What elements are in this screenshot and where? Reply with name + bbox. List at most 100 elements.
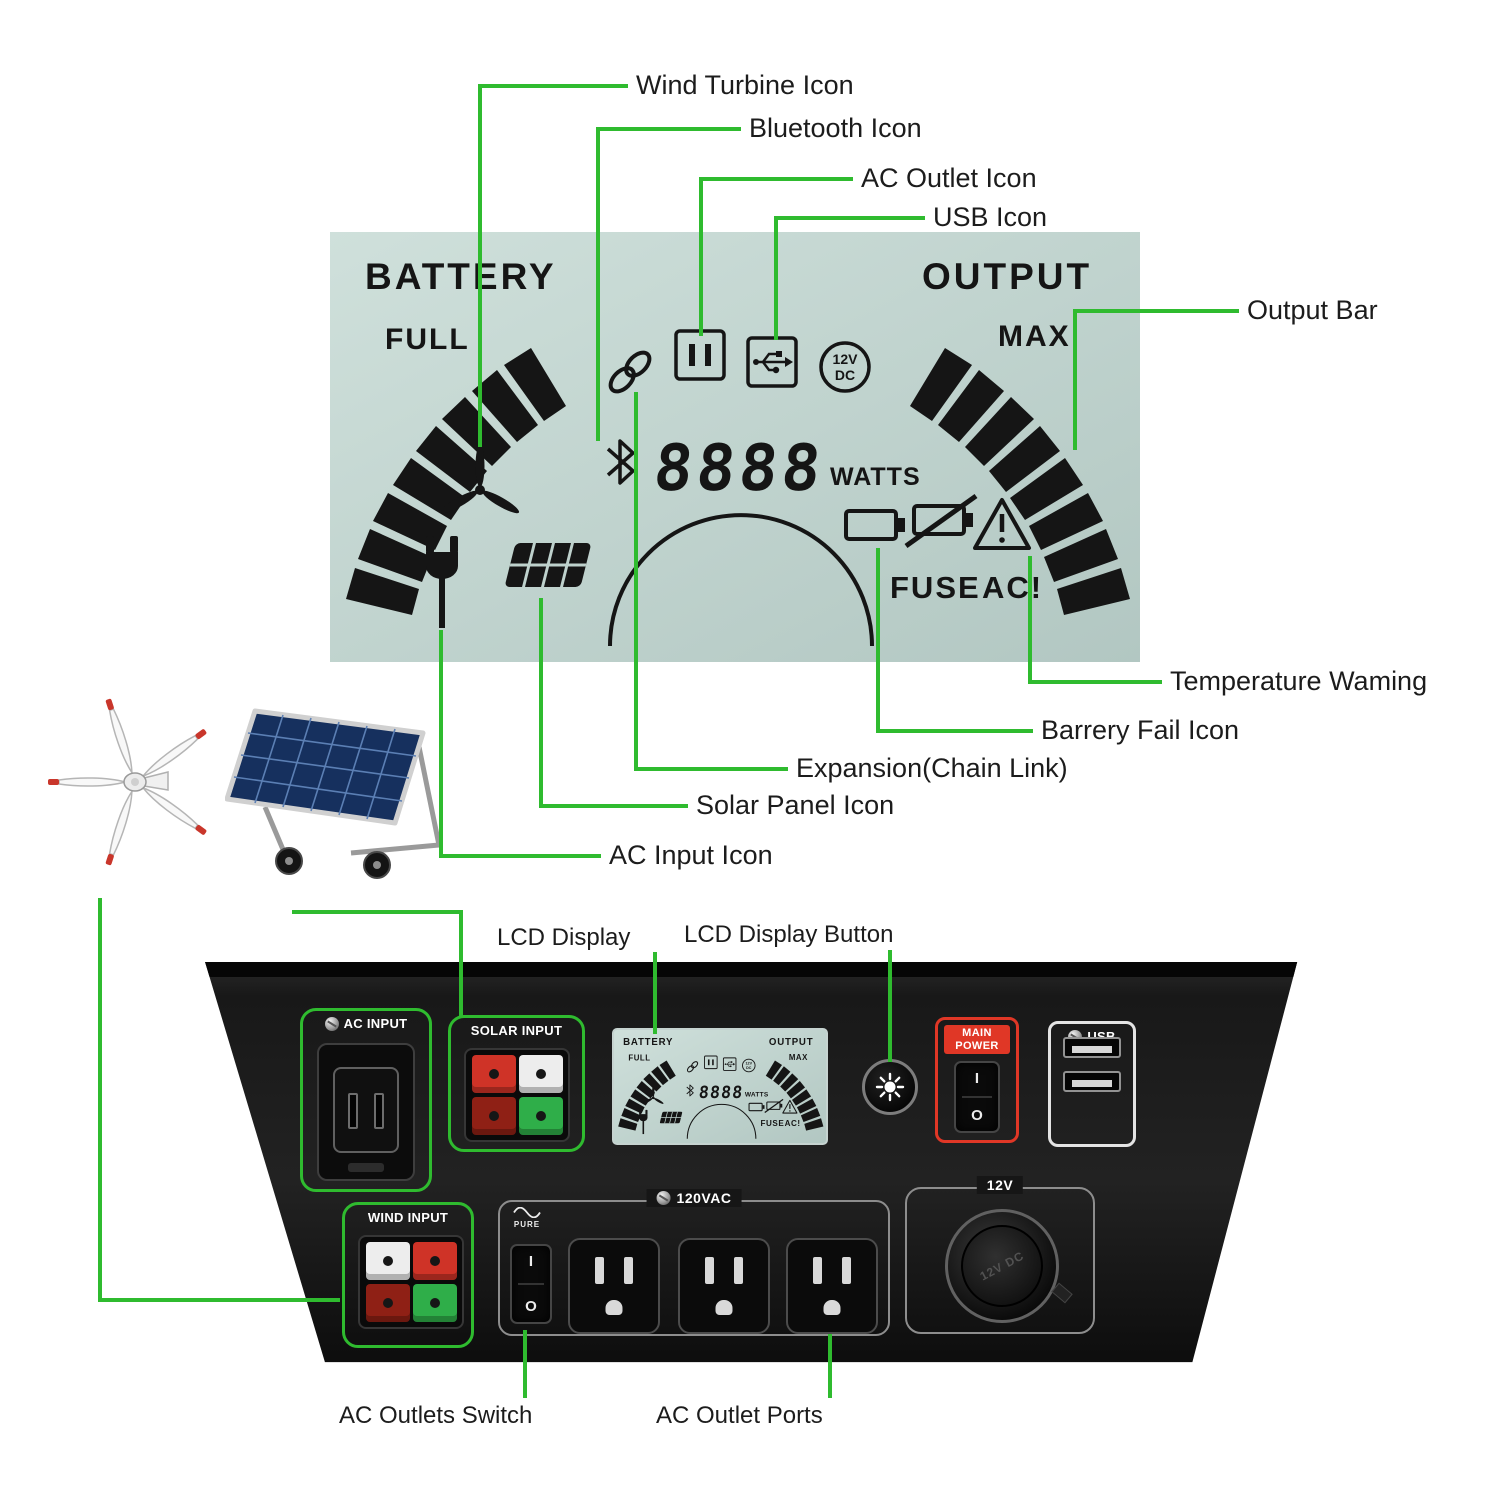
terminal-red — [472, 1055, 516, 1093]
dc-cap-text: 12V DC — [977, 1248, 1027, 1284]
screw-icon — [324, 1016, 339, 1031]
terminal-dark-red — [366, 1284, 410, 1322]
wind-turbine-icon — [440, 445, 520, 514]
callout-bluetooth: Bluetooth Icon — [749, 113, 922, 143]
pure-text: PURE — [513, 1220, 541, 1229]
ac-input-socket-face — [333, 1067, 399, 1153]
ac-outlets-group: 120VAC PURE I O — [498, 1189, 890, 1336]
dc-12v-icon: 12V DC — [819, 341, 871, 393]
switch-off-mark: O — [525, 1298, 537, 1315]
wind-input-terminals — [358, 1235, 464, 1329]
dc-icon-line1: 12V — [833, 351, 859, 367]
callout-lcd-display: LCD Display — [497, 924, 631, 951]
outlet-slot — [595, 1257, 604, 1284]
outlet-ground-hole — [823, 1300, 841, 1315]
callout-line-ac-input — [439, 630, 601, 858]
ac-outlet-port-3 — [786, 1238, 878, 1334]
lcd-content: BATTERY OUTPUT FULL MAX — [330, 232, 1140, 662]
dc-12v-socket: 12V DC — [945, 1209, 1059, 1323]
lcd-screen-large: BATTERY OUTPUT FULL MAX — [330, 232, 1140, 662]
ac-input-label-row: AC INPUT — [303, 1016, 429, 1031]
outlet-ground-hole — [605, 1300, 623, 1315]
ac-outlet-port-2 — [678, 1238, 770, 1334]
terminal-white — [366, 1242, 410, 1280]
solar-input-terminals — [464, 1048, 570, 1142]
control-panel: AC INPUT SOLAR INPUT — [205, 961, 1298, 1363]
ac-outlet-port-1 — [568, 1238, 660, 1334]
callout-solar-panel: Solar Panel Icon — [696, 790, 895, 820]
socket-slot — [348, 1093, 358, 1129]
usb-icon — [746, 336, 798, 388]
lcd-full-label: FULL — [385, 323, 470, 356]
switch-seam — [517, 1283, 545, 1285]
callout-ac-outlet: AC Outlet Icon — [861, 163, 1037, 193]
brightness-sun-icon — [875, 1072, 905, 1102]
watts-value: 8888 — [650, 431, 828, 506]
terminal-green — [519, 1097, 563, 1135]
lcd-screen-small — [612, 1028, 828, 1145]
lcd-display-button — [862, 1059, 918, 1115]
callout-battery-fail: Barrery Fail Icon — [1041, 715, 1240, 745]
pure-sine-label: PURE — [507, 1206, 547, 1229]
callout-wind-turbine: Wind Turbine Icon — [636, 70, 854, 100]
solar-input-group: SOLAR INPUT — [448, 1015, 585, 1152]
battery-icon — [844, 509, 905, 541]
outlet-slot — [813, 1257, 822, 1284]
terminal-white — [519, 1055, 563, 1093]
dc-socket-cap: 12V DC — [961, 1225, 1043, 1307]
outlet-slot — [734, 1257, 743, 1284]
terminal-green — [413, 1284, 457, 1322]
watts-unit-label: WATTS — [830, 463, 921, 491]
usb-port-1 — [1063, 1037, 1121, 1058]
socket-latch — [348, 1163, 384, 1172]
bluetooth-icon — [606, 439, 635, 485]
wind-input-label: WIND INPUT — [367, 1210, 449, 1225]
callout-lcd-display-button: LCD Display Button — [684, 921, 894, 948]
callout-temperature-warning: Temperature Waming — [1170, 666, 1428, 696]
usb-port-2 — [1063, 1071, 1121, 1092]
ac-input-group: AC INPUT — [300, 1008, 432, 1192]
dc-12v-group: 12V 12V DC — [905, 1176, 1095, 1334]
battery-fail-icon — [904, 493, 978, 549]
outlet-slot — [842, 1257, 851, 1284]
terminal-red — [413, 1242, 457, 1280]
callout-ac-outlets-switch: AC Outlets Switch — [339, 1402, 533, 1429]
ac-outlets-switch: I O — [510, 1244, 552, 1324]
dc-icon-line2: DC — [835, 367, 855, 383]
vac-label-row: 120VAC — [646, 1189, 742, 1207]
screw-icon — [656, 1191, 671, 1205]
callout-output-bar: Output Bar — [1247, 295, 1378, 325]
switch-on-mark: I — [974, 1070, 980, 1088]
ac-alert-label: AC! — [982, 570, 1043, 605]
dc-socket-label: 12V — [986, 1177, 1014, 1193]
lcd-battery-label: BATTERY — [365, 256, 557, 297]
switch-off-mark: O — [971, 1107, 983, 1125]
solar-input-label: SOLAR INPUT — [470, 1023, 563, 1038]
vac-label: 120VAC — [676, 1190, 732, 1206]
fuse-label: FUSE — [890, 570, 981, 605]
lcd-output-label: OUTPUT — [922, 256, 1092, 297]
sine-wave-icon — [513, 1206, 541, 1219]
usb-group: USB — [1048, 1021, 1136, 1147]
callout-usb: USB Icon — [933, 202, 1048, 232]
ac-input-socket — [317, 1043, 415, 1181]
callout-expansion: Expansion(Chain Link) — [796, 753, 1068, 783]
switch-seam — [962, 1096, 992, 1099]
callout-ac-outlet-ports: AC Outlet Ports — [656, 1402, 823, 1429]
solar-panel-icon — [505, 543, 591, 587]
main-power-label: MAIN POWER — [944, 1025, 1010, 1055]
outlet-slot — [705, 1257, 714, 1284]
wind-turbine-image — [48, 698, 207, 866]
solar-panel-image — [225, 708, 442, 879]
outlet-slot — [624, 1257, 633, 1284]
main-power-switch: I O — [954, 1061, 1000, 1134]
outlet-ground-hole — [715, 1300, 733, 1315]
callout-ac-input: AC Input Icon — [609, 840, 773, 870]
terminal-dark-red — [472, 1097, 516, 1135]
lcd-max-label: MAX — [998, 320, 1071, 353]
ac-input-label: AC INPUT — [343, 1016, 408, 1031]
switch-on-mark: I — [528, 1253, 534, 1270]
ac-input-plug-icon — [426, 536, 458, 628]
socket-slot — [374, 1093, 384, 1129]
